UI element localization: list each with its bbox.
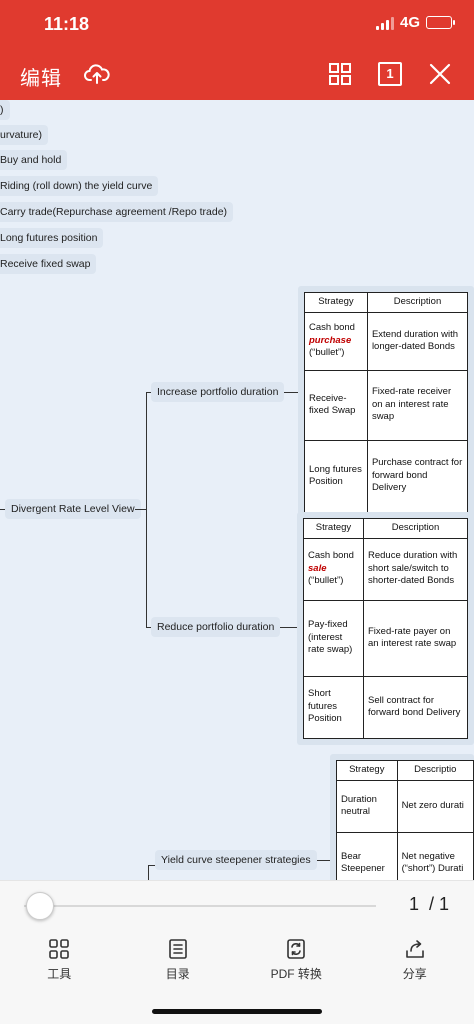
tools-button[interactable]: 工具 [0,937,119,982]
connector-line [280,627,297,628]
strategy-cell: Short futures Position [303,675,364,739]
tool-label: PDF 转换 [270,967,322,981]
steepener-table: Strategy Descriptio Duration neutral Net… [330,754,474,880]
description-cell: Fixed-rate receiver on an interest rate … [366,369,469,441]
mindmap-canvas[interactable]: ) urvature) Buy and hold Riding (roll do… [0,100,474,880]
cloud-upload-icon[interactable] [84,62,110,86]
share-button[interactable]: 分享 [356,937,474,982]
strategy-cell: Receive-fixed Swap [304,369,368,441]
strategy-cell: Cash bond purchase (“bullet”) [304,311,368,371]
strategy-cell: Long futures Position [304,439,368,513]
connector-line [281,392,298,393]
description-cell: Reduce duration with short sale/switch t… [363,537,468,601]
connector-line [312,860,330,861]
table-row: Pay-fixed (interest rate swap) Fixed-rat… [303,599,468,677]
table-row: Cash bond sale (“bullet”) Reduce duratio… [303,537,468,601]
increase-duration-table: Strategy Description Cash bond purchase … [298,286,474,519]
strategy-cell: Duration neutral [336,779,398,833]
increase-duration-node[interactable]: Increase portfolio duration [151,382,285,402]
strategy-cell: Pay-fixed (interest rate swap) [303,599,364,677]
table-row: Cash bond purchase (“bullet”) Extend dur… [304,311,469,371]
page-slider[interactable] [24,905,376,907]
table-row: Bear Steepener Net negative (“short”) Du… [336,831,474,880]
mindmap-node[interactable]: Riding (roll down) the yield curve [0,176,159,196]
connector-line [148,865,155,866]
tool-label: 目录 [165,967,190,981]
page-total: / 1 [429,894,450,914]
mindmap-node[interactable]: ) [0,100,10,120]
mindmap-node[interactable]: Receive fixed swap [0,254,97,274]
bottom-panel: 1 / 1 工具 目录 PDF 转换 [0,880,474,1024]
connector-line [148,865,149,880]
mindmap-node[interactable]: Carry trade(Repurchase agreement /Repo t… [0,202,234,222]
status-time: 11:18 [44,14,90,34]
mindmap-node[interactable]: Long futures position [0,228,104,248]
network-label: 4G [399,14,420,31]
status-indicators: 4G [375,14,455,31]
table-header: Description [363,518,468,539]
grid-view-icon[interactable] [328,62,352,86]
description-cell: Net negative (“short”) Durati [396,831,474,880]
edit-button[interactable]: 编辑 [20,68,62,90]
connector-line [135,509,146,510]
pdf-convert-icon [287,939,306,959]
toc-button[interactable]: 目录 [119,937,238,982]
description-cell: Extend duration with longer-dated Bonds [366,311,469,371]
toolbar: 工具 目录 PDF 转换 分享 [0,937,474,982]
connector-line [146,392,147,628]
description-cell: Fixed-rate payer on an interest rate swa… [363,599,468,677]
connector-line [146,627,151,628]
slider-knob[interactable] [26,892,54,920]
steepener-node[interactable]: Yield curve steepener strategies [155,850,317,870]
page-counter: 1 / 1 [404,894,449,915]
tool-label: 分享 [402,967,427,981]
table-row: Receive-fixed Swap Fixed-rate receiver o… [304,369,469,441]
table-row: Long futures Position Purchase contract … [304,439,469,513]
connector-line [0,509,5,510]
description-cell: Purchase contract for forward bond Deliv… [366,439,469,513]
page-current[interactable]: 1 [408,894,419,914]
strategy-cell: Cash bond sale (“bullet”) [303,537,364,601]
pdf-convert-button[interactable]: PDF 转换 [237,937,356,982]
page-number-icon[interactable]: 1 [378,62,402,86]
table-header: Strategy [304,292,368,313]
table-row: Short futures Position Sell contract for… [303,675,468,739]
close-icon[interactable] [428,62,452,86]
strategy-cell: Bear Steepener [336,831,398,880]
tools-icon [49,939,70,959]
mindmap-node[interactable]: urvature) [0,125,49,145]
battery-icon [426,16,455,29]
table-header: Descriptio [396,760,474,781]
reduce-duration-table: Strategy Description Cash bond sale (“bu… [297,512,474,745]
divergent-rate-level-node[interactable]: Divergent Rate Level View [5,499,141,519]
toc-icon [168,939,187,959]
mindmap-node[interactable]: Buy and hold [0,150,68,170]
table-header: Strategy [303,518,364,539]
table-row: Duration neutral Net zero durati [336,779,474,833]
description-cell: Net zero durati [396,779,474,833]
reduce-duration-node[interactable]: Reduce portfolio duration [151,617,281,637]
app-header: 11:18 4G 编辑 1 [0,0,474,100]
table-header: Description [366,292,469,313]
connector-line [146,392,151,393]
share-icon [405,940,424,958]
description-cell: Sell contract for forward bond Delivery [363,675,468,739]
signal-icon [375,16,394,30]
home-indicator[interactable] [152,1009,322,1014]
table-header: Strategy [336,760,398,781]
tool-label: 工具 [47,967,72,981]
